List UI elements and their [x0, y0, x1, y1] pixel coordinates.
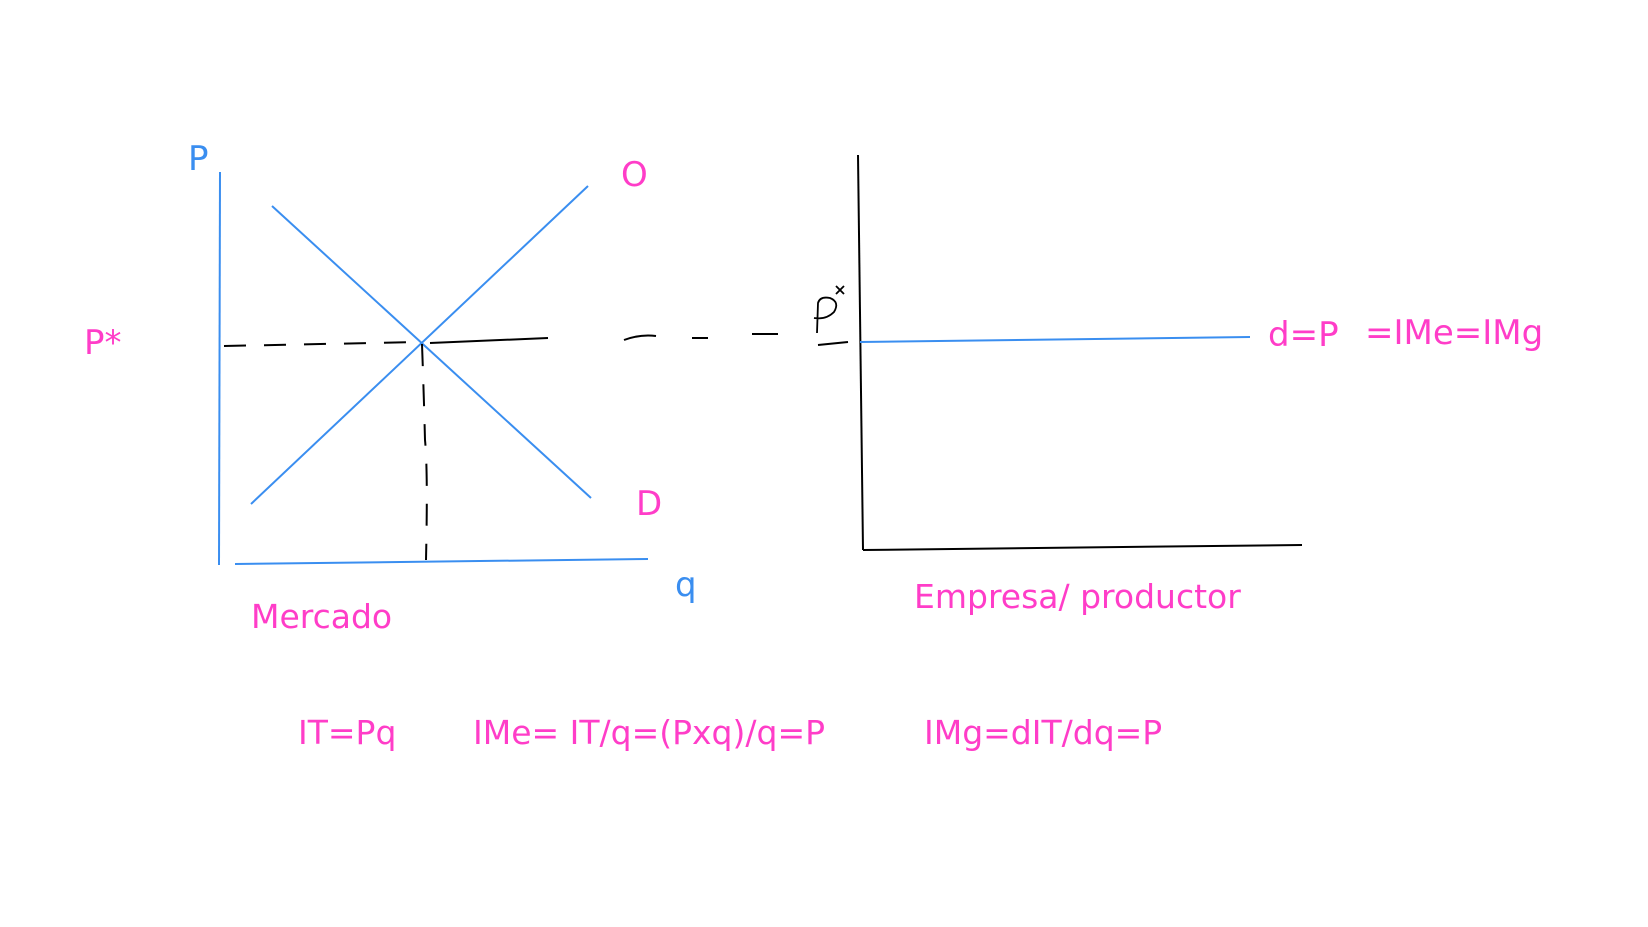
firm-demand-label: d=P — [1268, 315, 1339, 355]
firm-revenue-label: =IMe=IMg — [1365, 313, 1544, 353]
firm-caption: Empresa/ productor — [914, 577, 1241, 616]
total-revenue-formula: IT=Pq — [298, 713, 397, 752]
market-quantity-axis-label: q — [675, 565, 697, 605]
market-graph — [218, 171, 649, 566]
demand-curve — [271, 205, 592, 499]
firm-graph — [813, 154, 1303, 551]
price-transfer-dashed-line — [429, 333, 849, 346]
firm-demand-line — [859, 336, 1251, 343]
equilibrium-quantity-dashed-line — [421, 343, 428, 561]
firm-price-axis — [857, 154, 864, 551]
market-price-axis-label: P — [188, 139, 209, 179]
market-caption: Mercado — [251, 597, 393, 636]
marginal-revenue-formula: IMg=dIT/dq=P — [924, 713, 1163, 752]
market-quantity-axis — [234, 558, 649, 565]
equilibrium-price-label: P* — [84, 323, 122, 363]
average-revenue-formula: IMe= IT/q=(Pxq)/q=P — [473, 713, 825, 752]
firm-quantity-axis — [862, 544, 1303, 551]
market-price-axis — [218, 171, 221, 566]
firm-price-mark — [813, 285, 845, 334]
demand-label: D — [636, 484, 663, 524]
equilibrium-price-dashed-line — [223, 341, 422, 347]
supply-curve — [250, 185, 589, 505]
supply-label: O — [621, 155, 648, 195]
